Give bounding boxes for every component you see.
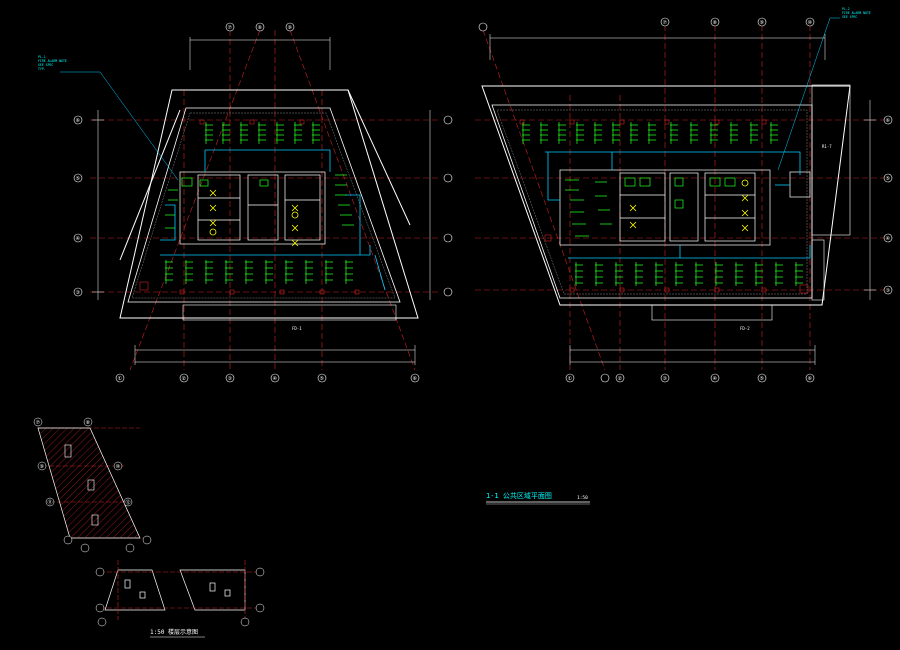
col-axis-label: ⑧: [713, 20, 718, 26]
col-axis-label: ⑨: [760, 20, 765, 26]
col-axis-label: ⑧: [258, 25, 263, 31]
key-axis-label: ⑧: [86, 420, 91, 426]
devices-bottom-right: [575, 262, 803, 286]
row-axis-label: ③: [886, 288, 891, 294]
room-tag: R1-7: [822, 144, 832, 149]
devices-bottom-left: [165, 260, 353, 284]
highlight-devices-left: [209, 189, 299, 247]
fixtures-right: [519, 119, 809, 294]
floor-plan-right: ⑥ ⑤ ④ ③ ⑦ ⑧ ⑨ ⑩ ① ② ③ ④ ⑤ ⑥ PL-2 FIRE AL…: [475, 7, 893, 383]
title-block: 1-1 公共区域平面图 1:50: [486, 491, 590, 505]
core-rooms-left: [179, 171, 326, 245]
drawing-scale: 1:50: [577, 495, 588, 501]
row-axis-label: ⑥: [886, 118, 891, 124]
col-axis-label: ⑦: [228, 25, 233, 31]
note-line: TYP.: [38, 67, 46, 71]
devices-core-right: [565, 177, 736, 237]
key-plan-title: 1:50 楼层示意图: [150, 628, 198, 636]
axis-labels-left: ⑥ ⑤ ④ ③ ⑦ ⑧ ⑨ ① ② ③ ④ ⑤ ⑥: [76, 25, 418, 382]
row-axis-label: ④: [886, 236, 891, 242]
col-axis-label: ⑥: [413, 376, 418, 382]
col-axis-label: ⑨: [288, 25, 293, 31]
section-tag: FD-2: [740, 326, 750, 331]
key-plan-hatched-area: [37, 427, 141, 539]
axis-grid-left: [90, 29, 440, 371]
floor-plan-left: ⑥ ⑤ ④ ③ ⑦ ⑧ ⑨ ① ② ③ ④ ⑤ ⑥ PL-1 FIRE ALAR…: [38, 22, 453, 383]
col-axis-label: ⑤: [320, 376, 325, 382]
col-axis-label: ⑦: [663, 20, 668, 26]
col-axis-label: ④: [713, 376, 718, 382]
fixtures-left: [139, 119, 360, 295]
col-axis-label: ⑩: [808, 20, 813, 26]
key-axis-label: ⑪: [48, 499, 53, 506]
row-axis-label: ③: [76, 290, 81, 296]
row-axis-label: ⑤: [886, 176, 891, 182]
col-axis-label: ④: [273, 376, 278, 382]
note-line: PL-1: [38, 55, 46, 59]
col-axis-label: ①: [118, 376, 123, 382]
col-axis-label: ①: [568, 376, 573, 382]
axis-grid-right: [475, 25, 885, 371]
dimensions-left: [92, 37, 431, 365]
axis-labels-right: ⑥ ⑤ ④ ③ ⑦ ⑧ ⑨ ⑩ ① ② ③ ④ ⑤ ⑥: [568, 20, 891, 382]
axis-bubbles-right: [478, 17, 893, 383]
leader-note-right: PL-2 FIRE ALARM NOTE SEE SPEC R1-7 FD-2: [740, 7, 871, 331]
col-axis-label: ⑥: [808, 376, 813, 382]
note-line: PL-2: [842, 7, 850, 11]
pipe-routes-right: [545, 151, 811, 259]
dimensions-right: [489, 34, 876, 365]
row-axis-label: ⑥: [76, 118, 81, 124]
core-rooms-right: [559, 169, 811, 246]
building-outline-left: [119, 89, 419, 321]
drawing-title: 1-1 公共区域平面图: [486, 491, 552, 500]
devices-top-right: [522, 122, 778, 144]
key-axis-label: ⑩: [116, 464, 121, 470]
key-axis-label: ⑦: [36, 420, 41, 426]
note-line: SEE SPEC: [38, 63, 53, 67]
note-line: FIRE ALARM NOTE: [38, 59, 67, 63]
pipe-routes-left: [160, 149, 386, 291]
note-line: FIRE ALARM NOTE: [842, 11, 871, 15]
row-axis-label: ⑤: [76, 176, 81, 182]
key-axis-label: ⑫: [126, 499, 131, 506]
highlight-devices-right: [629, 179, 749, 232]
col-axis-label: ②: [182, 376, 187, 382]
col-axis-label: ⑤: [760, 376, 765, 382]
devices-top-left: [205, 122, 320, 144]
axis-bubbles-left: [73, 22, 453, 383]
col-axis-label: ②: [618, 376, 623, 382]
section-tag: FD-1: [292, 326, 302, 331]
leader-note-left: PL-1 FIRE ALARM NOTE SEE SPEC TYP. FD-1: [38, 55, 302, 331]
note-line: SEE SPEC: [842, 15, 857, 19]
building-outline-right: [481, 84, 851, 321]
key-axis-label: ⑨: [40, 464, 45, 470]
row-axis-label: ④: [76, 236, 81, 242]
key-plan: ⑦ ⑧ ⑨ ⑩ ⑪ ⑫ 1:50 楼层示意图: [33, 417, 265, 638]
devices-side-left: [165, 174, 354, 229]
col-axis-label: ③: [228, 376, 233, 382]
col-axis-label: ③: [663, 376, 668, 382]
